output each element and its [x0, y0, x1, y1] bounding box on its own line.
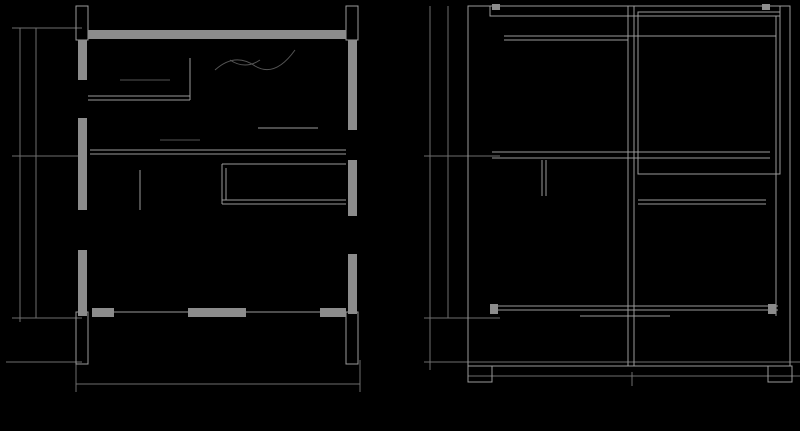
right-posts — [490, 4, 776, 314]
left-dimension-lines — [6, 27, 361, 392]
left-walls — [78, 30, 357, 317]
right-dimension-lines — [424, 6, 800, 386]
left-fixtures — [120, 49, 296, 141]
right-floor-plan — [424, 4, 800, 386]
left-floor-plan — [6, 5, 361, 392]
right-center-divider — [627, 6, 635, 366]
left-interior-partitions — [88, 58, 346, 313]
right-outer-frame — [467, 5, 793, 383]
right-partitions — [492, 11, 781, 317]
